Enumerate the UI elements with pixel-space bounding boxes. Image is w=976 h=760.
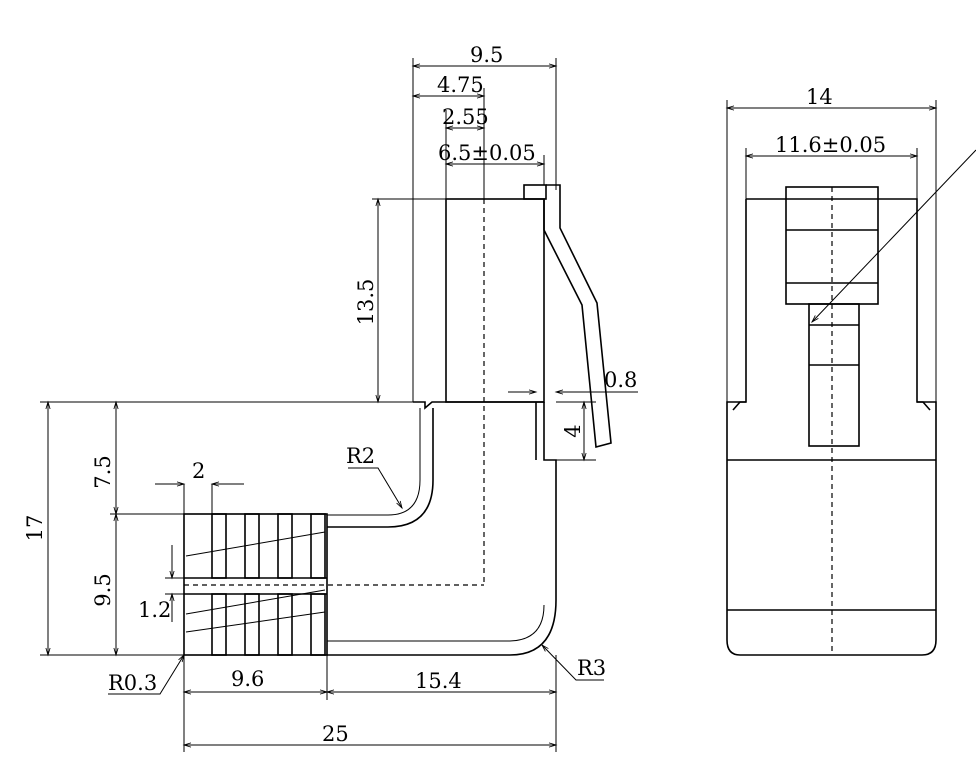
side-left [726, 199, 747, 640]
dim-small-height: 4 [561, 424, 585, 437]
outer-bend [327, 599, 557, 656]
shoulder [413, 401, 544, 410]
dim-slot-pitch: 2 [192, 459, 205, 483]
inner-bend-inner [327, 408, 421, 516]
dim-corner-radius: R0.3 [108, 671, 157, 695]
dim-radius-inner: R2 [346, 444, 375, 468]
grip-slots [211, 513, 326, 656]
latch-stem [808, 303, 860, 447]
inner-bend [327, 408, 434, 528]
dim-grip-length: 9.6 [231, 667, 264, 691]
latch-top [523, 184, 547, 200]
leader-line [810, 149, 976, 324]
dimension-lines [40, 58, 938, 752]
right-edge-step [543, 402, 557, 600]
side-chamfer-right [917, 401, 931, 411]
dim-radius-outer: R3 [577, 656, 606, 680]
side-view [726, 149, 976, 656]
dim-tolerance-width: 6.5±0.05 [438, 141, 536, 165]
dim-height-lower: 9.5 [91, 573, 115, 606]
dim-half-width: 4.75 [437, 73, 484, 97]
dim-side-tolerance-width: 11.6±0.05 [775, 133, 886, 157]
dim-offset: 2.55 [442, 105, 489, 129]
dim-height-upper: 7.5 [91, 455, 115, 488]
dim-side-width: 14 [806, 85, 833, 109]
latch-arm [543, 184, 612, 449]
dim-thickness: 0.8 [604, 368, 637, 392]
cable-line [185, 611, 326, 633]
outer-bend-inner [327, 604, 545, 642]
cable-line [185, 589, 326, 615]
side-chamfer-left [732, 401, 746, 411]
dim-total-length: 25 [322, 722, 349, 746]
side-outline [726, 198, 937, 656]
front-view [183, 184, 612, 656]
dim-total-height: 17 [23, 515, 47, 542]
dimension-labels: 9.5 4.75 2.55 6.5±0.05 13.5 0.8 4 R2 R3 … [23, 43, 886, 746]
cable-line [185, 531, 326, 557]
dim-top-width: 9.5 [470, 43, 503, 67]
upper-body [445, 198, 545, 403]
dim-body-length: 15.4 [415, 669, 462, 693]
dim-upper-height: 13.5 [354, 279, 378, 326]
dim-slot-gap: 1.2 [138, 598, 171, 622]
